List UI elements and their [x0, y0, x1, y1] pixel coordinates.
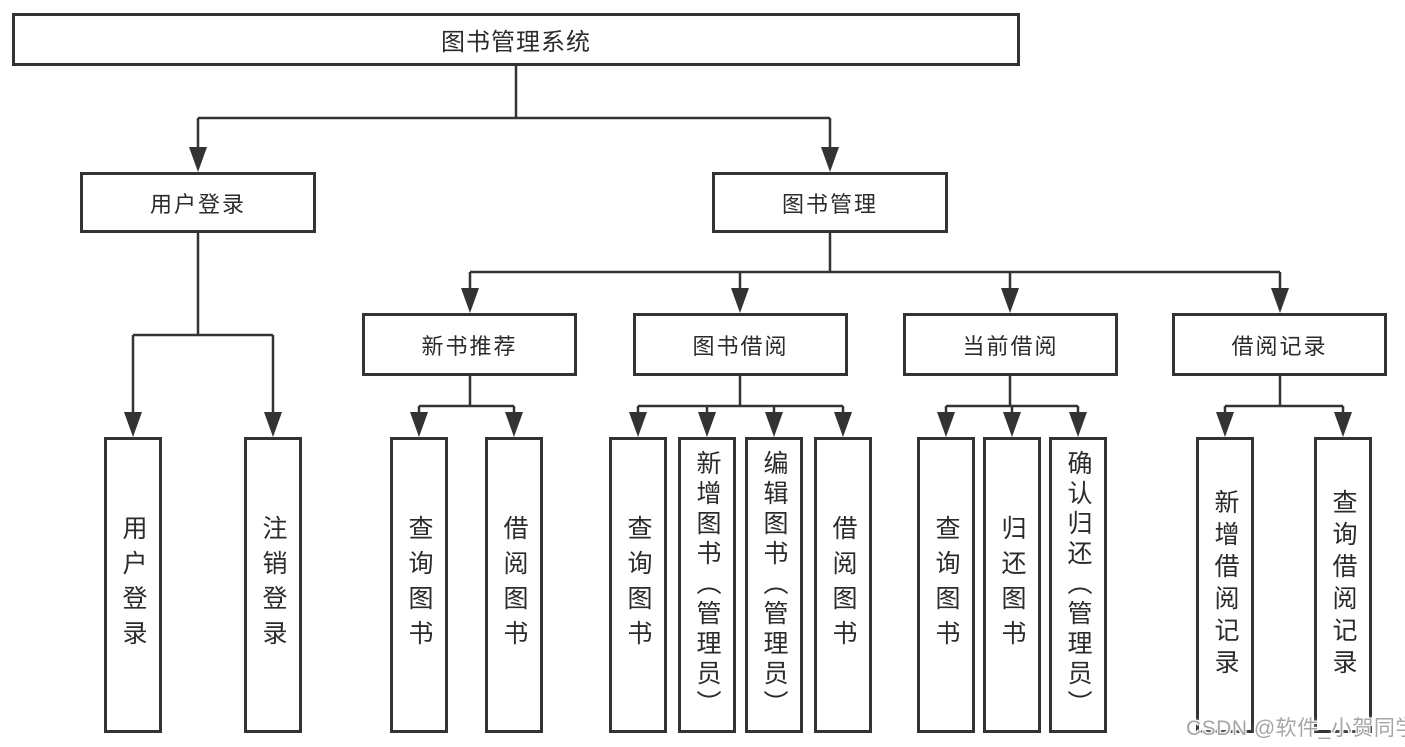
node-library-system: 图书管理系统 — [12, 13, 1020, 66]
leaf-query-books-recommend: 查询图书 — [390, 437, 448, 733]
leaf-return-books: 归还图书 — [983, 437, 1041, 733]
node-book-management: 图书管理 — [712, 172, 948, 233]
node-current-borrowing: 当前借阅 — [903, 313, 1118, 376]
leaf-user-login: 用户登录 — [104, 437, 162, 733]
leaf-query-books-borrowing: 查询图书 — [609, 437, 667, 733]
node-borrowing-records: 借阅记录 — [1172, 313, 1387, 376]
leaf-add-borrow-record: 新增借阅记录 — [1196, 437, 1254, 733]
node-book-borrowing: 图书借阅 — [633, 313, 848, 376]
leaf-edit-books-admin: 编辑图书（管理员） — [745, 437, 803, 733]
leaf-borrow-books-borrowing: 借阅图书 — [814, 437, 872, 733]
leaf-confirm-return-admin: 确认归还（管理员） — [1049, 437, 1107, 733]
leaf-add-books-admin: 新增图书（管理员） — [678, 437, 736, 733]
node-user-login: 用户登录 — [80, 172, 316, 233]
leaf-query-books-current: 查询图书 — [917, 437, 975, 733]
node-new-book-recommend: 新书推荐 — [362, 313, 577, 376]
leaf-logout: 注销登录 — [244, 437, 302, 733]
leaf-query-borrow-record: 查询借阅记录 — [1314, 437, 1372, 733]
leaf-borrow-books-recommend: 借阅图书 — [485, 437, 543, 733]
arrowheads — [124, 147, 1352, 437]
csdn-watermark: CSDN @软件_小贺同学 — [1186, 717, 1405, 740]
